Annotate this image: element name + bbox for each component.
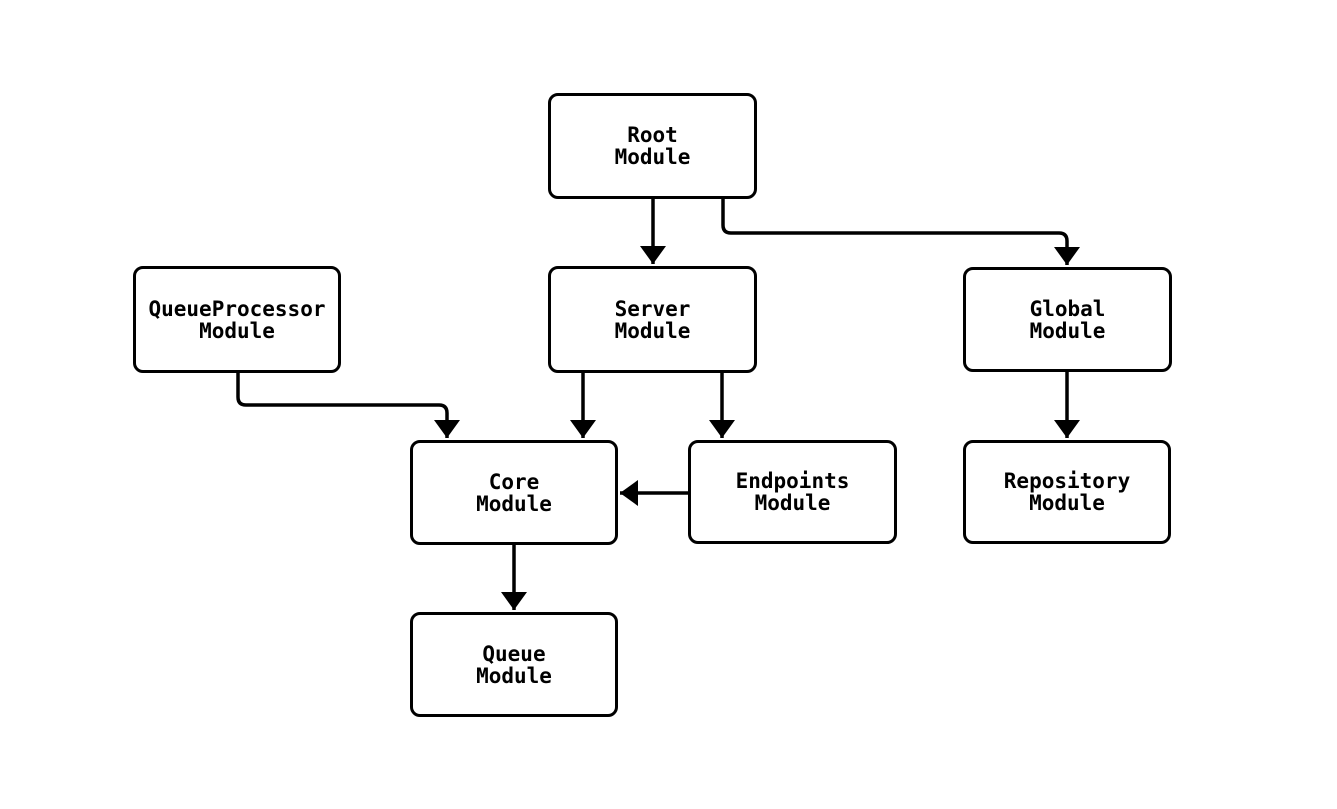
node-global-module-label: Global Module xyxy=(1029,296,1106,343)
edge-queueprocessor-to-core xyxy=(236,373,460,438)
node-core-module-label: Core Module xyxy=(476,469,552,516)
node-root-module-label: Root Module xyxy=(614,123,691,169)
node-endpoints-module-label: Endpoints Module xyxy=(735,469,850,515)
edge-root-to-global xyxy=(721,199,1080,265)
node-server-module-label: Server Module xyxy=(614,296,691,343)
node-queue-module-label: Queue Module xyxy=(476,641,552,688)
node-root-module: Root Module xyxy=(548,93,757,199)
node-queue-module: Queue Module xyxy=(410,612,618,717)
node-repository-module-label: Repository Module xyxy=(1003,469,1131,515)
node-queueprocessor-module: QueueProcessor Module xyxy=(133,266,341,373)
node-endpoints-module: Endpoints Module xyxy=(688,440,897,544)
node-core-module: Core Module xyxy=(410,440,618,545)
node-repository-module: Repository Module xyxy=(963,440,1171,544)
node-server-module: Server Module xyxy=(548,266,757,373)
node-global-module: Global Module xyxy=(963,267,1172,372)
node-queueprocessor-module-label: QueueProcessor Module xyxy=(148,296,326,343)
